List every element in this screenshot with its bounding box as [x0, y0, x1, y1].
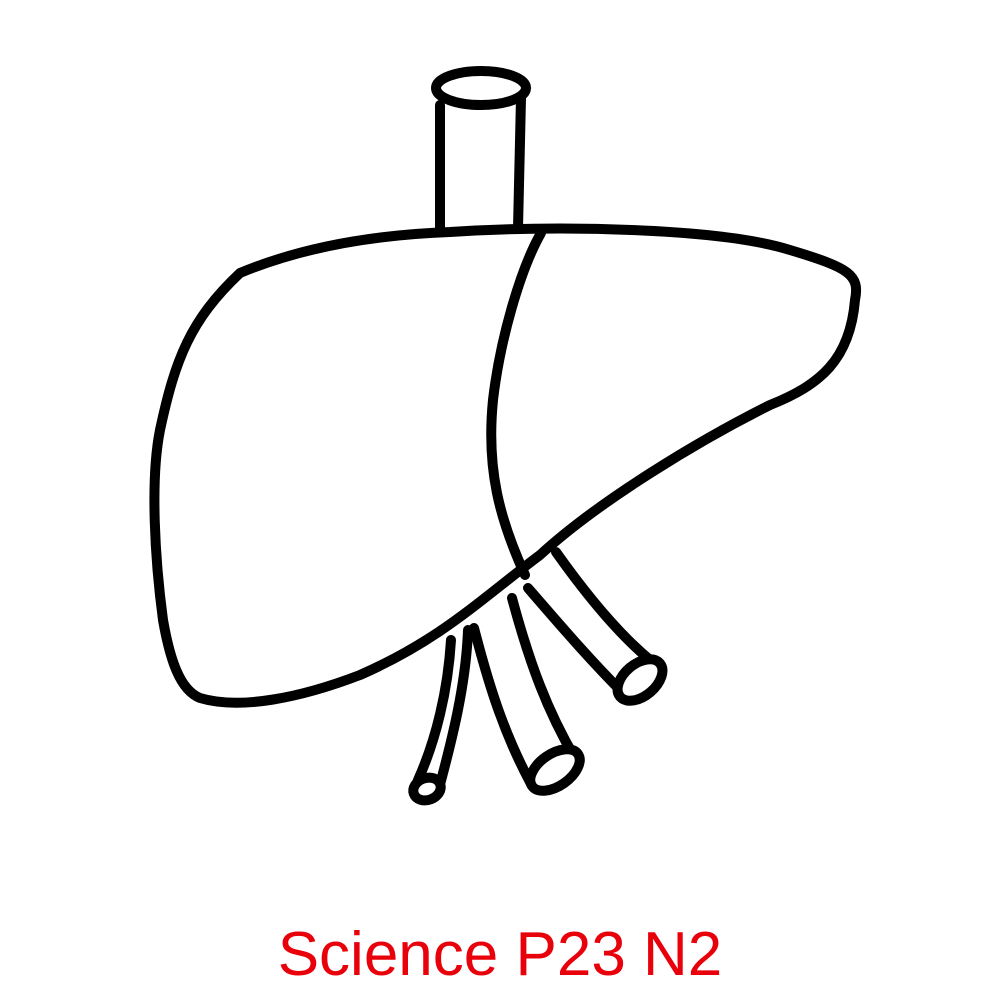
- liver-outline: [149, 223, 862, 708]
- lobe-divider-line: [486, 228, 546, 580]
- vena-cava-vessel: [431, 66, 531, 235]
- bile-duct-vessel: [523, 547, 668, 706]
- caption-label: Science P23 N2: [277, 920, 723, 989]
- portal-vein-vessel: [469, 593, 585, 796]
- liver-illustration: [149, 66, 862, 806]
- hepatic-artery-vessel: [408, 625, 473, 806]
